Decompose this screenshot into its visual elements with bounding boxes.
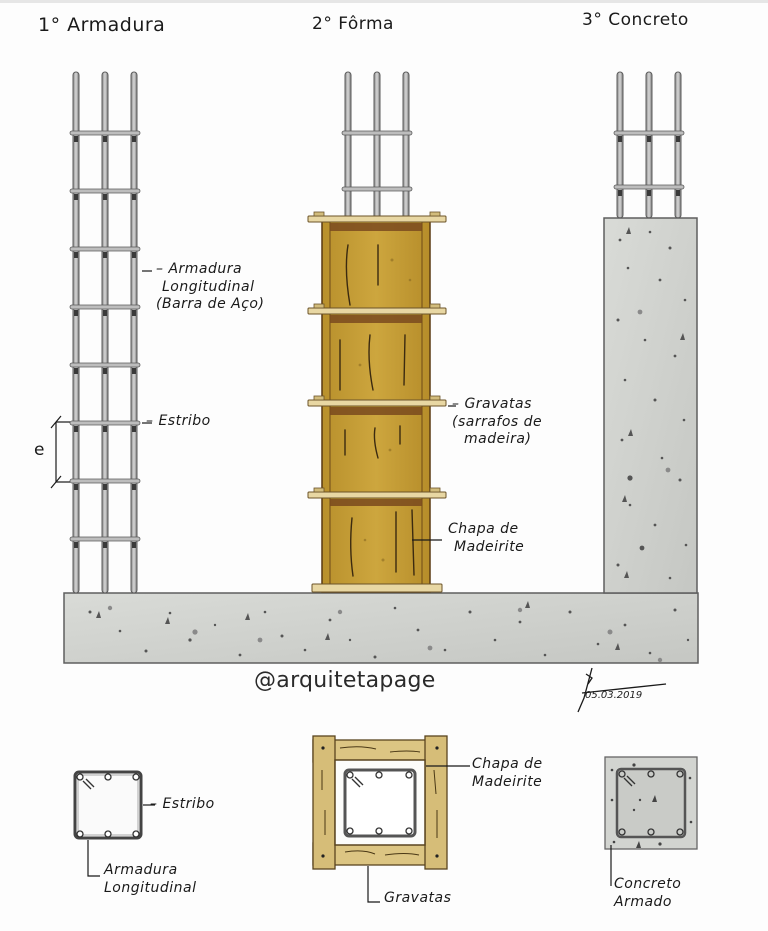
label-line: Armadura <box>104 862 178 878</box>
label-line: (Barra de Aço) <box>156 296 265 312</box>
label-line: – Gravatas <box>452 396 532 412</box>
stage-number: 1° <box>38 14 61 36</box>
label-line: Madeirite <box>472 773 543 790</box>
section-label-estribo: – Estribo <box>150 796 215 812</box>
stage-name: Armadura <box>67 14 166 36</box>
label-armadura-longitudinal: – Armadura Longitudinal (Barra de Aço) <box>156 261 264 314</box>
stage-number: 2° <box>312 14 333 34</box>
section-label-gravatas: Gravatas <box>384 890 452 906</box>
formwork-section <box>312 735 470 903</box>
label-line: Chapa de <box>448 521 519 537</box>
label-chapa-madeirite: Chapa de Madeirite <box>448 521 524 556</box>
label-line: Longitudinal <box>162 278 255 295</box>
section-label-chapa-madeirite: Chapa de Madeirite <box>472 756 543 791</box>
label-line: Madeirite <box>454 538 525 555</box>
stage-number: 3° <box>582 10 603 30</box>
label-gravatas: – Gravatas (sarrafos de madeira) <box>452 396 542 449</box>
label-line: Chapa de <box>472 756 543 772</box>
label-line: Armado <box>614 893 673 910</box>
label-line: madeira) <box>464 431 532 447</box>
stage-title-concreto: 3° Concreto <box>582 10 689 31</box>
top-border <box>0 0 768 3</box>
label-estribo: – Estribo <box>146 413 211 429</box>
rebar-cage-elevation <box>50 71 152 594</box>
drawing-date: 05.03.2019 <box>585 690 643 701</box>
section-label-armadura-longitudinal: Armadura Longitudinal <box>104 862 197 897</box>
label-line: Concreto <box>614 876 682 892</box>
formwork-elevation <box>307 71 456 593</box>
label-line: – Armadura <box>156 261 243 277</box>
label-line: Longitudinal <box>104 879 197 896</box>
stage-name: Fôrma <box>338 14 394 34</box>
stage-name: Concreto <box>608 10 689 30</box>
foundation-beam <box>63 592 699 664</box>
label-line: (sarrafos de <box>452 413 543 430</box>
author-handle: @arquitetapage <box>254 668 436 693</box>
stage-title-forma: 2° Fôrma <box>312 14 394 35</box>
section-label-concreto-armado: Concreto Armado <box>614 876 681 911</box>
stage-title-armadura: 1° Armadura <box>38 14 165 38</box>
signature <box>577 667 667 713</box>
rebar-cage-section <box>73 770 155 877</box>
label-spacing-e: e <box>34 440 45 460</box>
concrete-section <box>604 756 698 886</box>
concrete-column-elevation <box>603 71 698 594</box>
